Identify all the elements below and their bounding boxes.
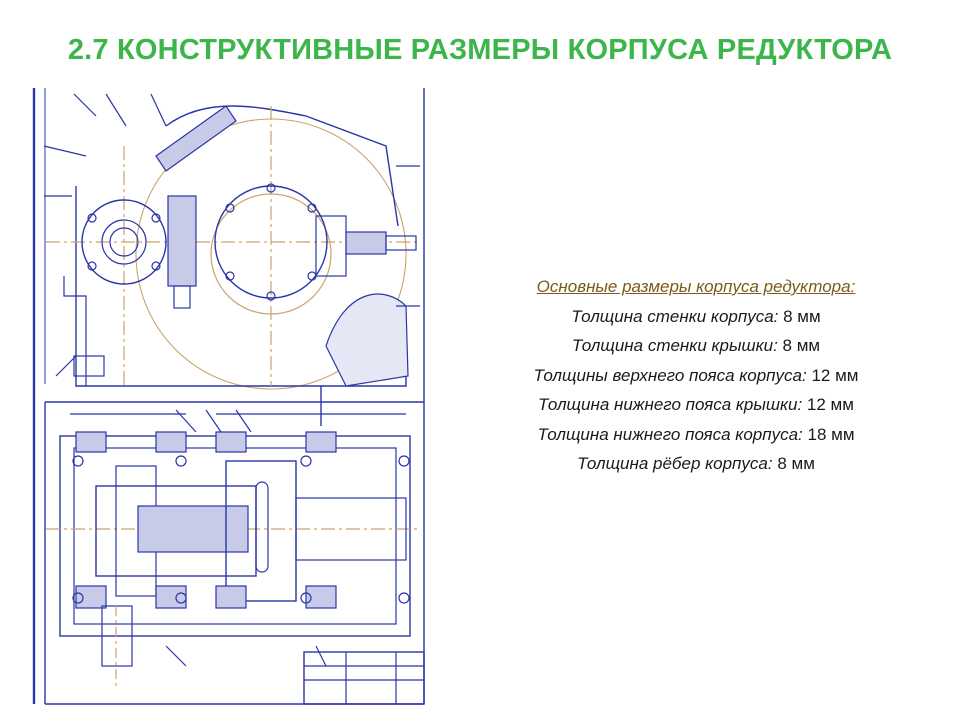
dimension-row: Толщина нижнего пояса корпуса: 18 мм [462,420,930,450]
gearbox-assembly-drawing-icon [16,86,446,706]
dimension-label: Толщина нижнего пояса корпуса: [537,424,803,444]
dimension-row: Толщина рёбер корпуса: 8 мм [462,449,930,479]
dimension-label: Толщина стенки корпуса: [571,306,779,326]
dimension-row: Толщина стенки корпуса: 8 мм [462,302,930,332]
dimension-label: Толщина нижнего пояса крышки: [538,395,803,414]
dimension-value: 12 мм [811,365,859,385]
dimension-label: Толщины верхнего пояса корпуса: [533,365,807,385]
dimension-value: 8 мм [777,454,815,473]
dimension-label: Толщина рёбер корпуса: [577,454,773,473]
dimension-row: Толщина стенки крышки: 8 мм [462,331,930,361]
housing-dimensions-block: Основные размеры корпуса редуктора: Толщ… [462,272,930,479]
dimension-label: Толщина стенки крышки: [571,336,778,355]
dimension-value: 12 мм [806,395,854,414]
dimensions-heading: Основные размеры корпуса редуктора: [536,277,856,296]
dimension-value: 8 мм [783,306,821,326]
dimension-value: 8 мм [782,336,821,355]
dimension-row: Толщина нижнего пояса крышки: 12 мм [462,390,930,420]
dimension-row: Толщины верхнего пояса корпуса: 12 мм [462,361,930,391]
slide-title: 2.7 КОНСТРУКТИВНЫЕ РАЗМЕРЫ КОРПУСА РЕДУК… [67,34,893,66]
dimension-value: 18 мм [807,424,855,444]
